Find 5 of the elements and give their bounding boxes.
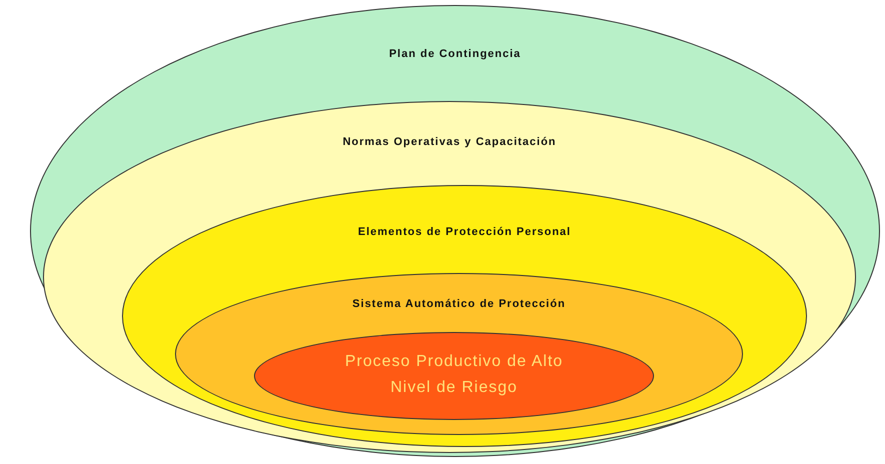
band-label: Sistema Automático de Protección: [352, 298, 566, 310]
band-label: Plan de Contingencia: [389, 48, 521, 60]
band-label: Normas Operativas y Capacitación: [342, 136, 556, 148]
band-label: Elementos de Protección Personal: [358, 226, 571, 238]
band-label: Proceso Productivo de Alto Nivel de Riesgo: [344, 352, 564, 398]
